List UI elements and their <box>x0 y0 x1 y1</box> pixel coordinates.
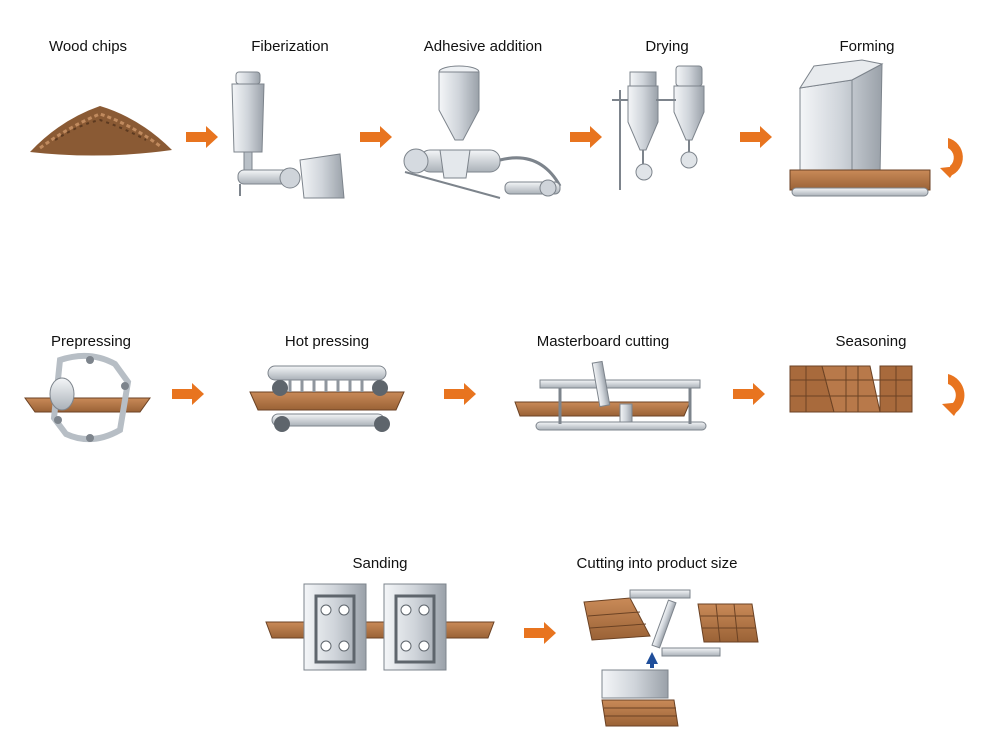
step-label-fiberization: Fiberization <box>251 38 329 55</box>
flow-arrow <box>740 126 772 148</box>
step-label-hot-pressing: Hot pressing <box>284 333 370 350</box>
step-label-sanding: Sanding <box>352 555 408 572</box>
blue-up-arrow <box>646 652 658 668</box>
flow-arrow <box>172 383 204 405</box>
step-label-wood-chips: Wood chips <box>48 38 128 55</box>
turn-arrow <box>948 138 963 176</box>
wood-chips-pile-illustration <box>30 106 172 156</box>
forming-machine-illustration <box>789 59 931 197</box>
step-label-masterboard-cutting: Masterboard cutting <box>536 333 670 350</box>
prepressing-machine-illustration <box>24 352 151 443</box>
step-label-prepressing: Prepressing <box>50 333 132 350</box>
flow-arrow <box>444 383 476 405</box>
step-label-cutting-into-product-size: Cutting into product size <box>576 555 738 572</box>
sanding-machine-illustration <box>265 583 495 671</box>
turn-arrow-head <box>940 166 958 178</box>
product-cutter-illustration <box>583 589 759 727</box>
flow-arrow <box>360 126 392 148</box>
hot-press-illustration <box>249 365 405 432</box>
flow-arrow <box>186 126 218 148</box>
step-label-seasoning: Seasoning <box>835 333 907 350</box>
step-label-forming: Forming <box>839 38 895 55</box>
flow-arrow <box>524 622 556 644</box>
flow-arrow <box>570 126 602 148</box>
step-label-adhesive-addition: Adhesive addition <box>423 38 543 55</box>
drying-cyclones-illustration <box>612 65 705 190</box>
adhesive-mixer-illustration <box>403 65 562 199</box>
flow-arrow <box>733 383 765 405</box>
seasoning-stacks-illustration <box>789 365 913 413</box>
masterboard-cutter-illustration <box>514 360 707 431</box>
step-label-drying: Drying <box>645 38 689 55</box>
fiberization-machine-illustration <box>231 71 345 199</box>
turn-arrow-head <box>942 402 962 416</box>
